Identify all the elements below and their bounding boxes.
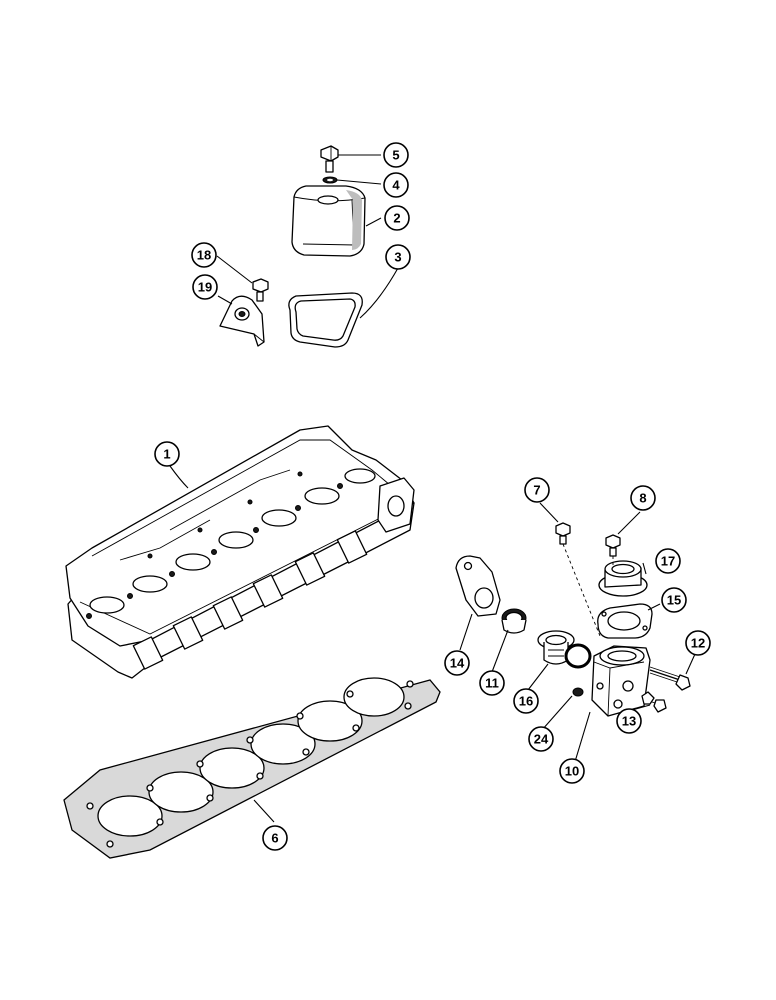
callout-6: 6 — [262, 825, 288, 851]
callout-11: 11 — [479, 670, 505, 696]
adapter-plate-part-14 — [455, 555, 501, 617]
callout-label-14: 14 — [450, 656, 465, 671]
callout-5: 5 — [383, 142, 409, 168]
callout-14: 14 — [444, 650, 470, 676]
callout-label-16: 16 — [519, 694, 533, 709]
callout-label-11: 11 — [485, 676, 499, 691]
callout-16: 16 — [513, 688, 539, 714]
thermostat-housing-part-10 — [591, 645, 651, 717]
callout-label-1: 1 — [163, 447, 170, 462]
callout-4: 4 — [383, 172, 409, 198]
callout-label-4: 4 — [392, 178, 400, 193]
callout-label-13: 13 — [622, 714, 636, 729]
callout-12: 12 — [685, 630, 711, 656]
o-ring — [564, 643, 592, 669]
bolt-part-5 — [320, 145, 339, 173]
cylinder-head-part-1 — [65, 425, 415, 679]
callout-10: 10 — [559, 758, 585, 784]
outlet-cover-part-17 — [598, 560, 648, 597]
plug-part-24 — [572, 687, 584, 697]
callout-13: 13 — [616, 708, 642, 734]
rocker-cover-part-2 — [291, 185, 366, 257]
bolt-part-7 — [555, 522, 571, 545]
callout-label-15: 15 — [667, 593, 681, 608]
alignment-line-7 — [562, 543, 601, 637]
callout-label-3: 3 — [394, 250, 401, 265]
callout-label-12: 12 — [691, 636, 705, 651]
callout-17: 17 — [655, 548, 681, 574]
seal-washer-part-4 — [322, 176, 338, 184]
callout-label-2: 2 — [393, 211, 400, 226]
bolt-part-12 — [649, 666, 691, 691]
callout-label-24: 24 — [534, 732, 549, 747]
callout-label-7: 7 — [533, 483, 540, 498]
callout-24: 24 — [528, 726, 554, 752]
callout-1: 1 — [154, 441, 180, 467]
callout-7: 7 — [524, 477, 550, 503]
thermostat-part-16 — [537, 630, 575, 665]
callout-label-8: 8 — [639, 491, 646, 506]
head-gasket-part-6 — [63, 677, 441, 859]
callout-label-10: 10 — [565, 764, 579, 779]
callout-2: 2 — [384, 205, 410, 231]
bolt-part-18 — [252, 278, 269, 302]
leader-lines — [169, 154, 696, 823]
callout-3: 3 — [385, 244, 411, 270]
callout-label-18: 18 — [197, 248, 211, 263]
seal-part-11 — [501, 608, 527, 634]
bolt-part-13 — [641, 691, 667, 713]
callout-label-19: 19 — [198, 280, 212, 295]
callout-8: 8 — [630, 485, 656, 511]
lifting-bracket-part-19 — [219, 295, 265, 347]
callout-18: 18 — [191, 242, 217, 268]
rocker-cover-gasket-part-3 — [288, 292, 363, 348]
callout-15: 15 — [661, 587, 687, 613]
callout-label-5: 5 — [392, 148, 399, 163]
callout-label-17: 17 — [661, 554, 675, 569]
callout-19: 19 — [192, 274, 218, 300]
callout-label-6: 6 — [271, 831, 278, 846]
gasket-part-15 — [597, 603, 653, 639]
bolt-part-8 — [605, 534, 621, 557]
